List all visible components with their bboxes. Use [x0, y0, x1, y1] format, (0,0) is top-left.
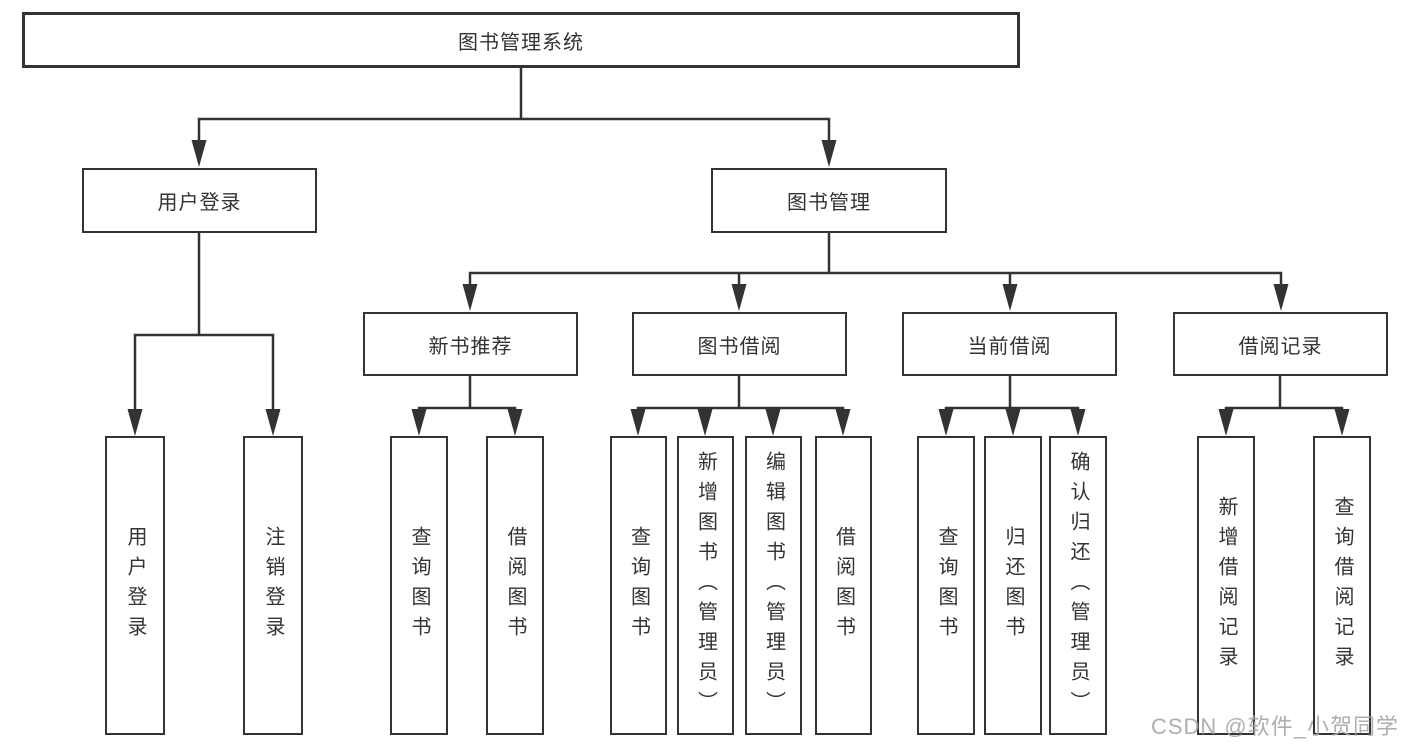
- node-root: 图书管理系统: [22, 12, 1020, 68]
- leaf-logout: 注销登录: [243, 436, 303, 735]
- node-new-book-recommend: 新书推荐: [363, 312, 578, 376]
- leaf-bb-borrow-books-label: 借阅图书: [832, 525, 855, 646]
- leaf-cb-return-books: 归还图书: [984, 436, 1042, 735]
- leaf-bb-query-books: 查询图书: [610, 436, 667, 735]
- leaf-bb-add-books-admin-label: 新增图书（管理员）: [694, 450, 717, 721]
- leaf-nbr-borrow-books: 借阅图书: [486, 436, 544, 735]
- node-new-book-recommend-label: 新书推荐: [428, 335, 513, 358]
- leaf-bb-query-books-label: 查询图书: [627, 525, 650, 646]
- leaf-bb-edit-books-admin: 编辑图书（管理员）: [745, 436, 802, 735]
- leaf-cb-query-books: 查询图书: [917, 436, 975, 735]
- leaf-cb-query-books-label: 查询图书: [935, 525, 957, 646]
- node-book-management-group-label: 图书管理: [787, 192, 871, 214]
- node-root-label: 图书管理系统: [458, 31, 584, 54]
- node-borrow-records-label: 借阅记录: [1238, 335, 1323, 358]
- arrowheads: [127, 140, 1350, 436]
- csdn-watermark: CSDN @软件_小贺同学: [1150, 714, 1399, 739]
- leaf-br-add-record-label: 新增借阅记录: [1215, 495, 1237, 676]
- node-borrow-records: 借阅记录: [1173, 312, 1388, 376]
- leaf-bb-add-books-admin: 新增图书（管理员）: [677, 436, 734, 735]
- leaf-br-add-record: 新增借阅记录: [1197, 436, 1255, 735]
- leaf-nbr-query-books: 查询图书: [390, 436, 448, 735]
- node-current-borrow: 当前借阅: [902, 312, 1117, 376]
- leaf-cb-return-books-label: 归还图书: [1002, 525, 1024, 646]
- node-user-login-group: 用户登录: [82, 168, 317, 233]
- node-current-borrow-label: 当前借阅: [967, 335, 1052, 358]
- node-user-login-group-label: 用户登录: [157, 192, 242, 214]
- leaf-bb-edit-books-admin-label: 编辑图书（管理员）: [762, 450, 785, 721]
- leaf-cb-confirm-return-admin: 确认归还（管理员）: [1049, 436, 1107, 735]
- leaf-br-query-record-label: 查询借阅记录: [1331, 495, 1353, 676]
- leaf-bb-borrow-books: 借阅图书: [815, 436, 872, 735]
- leaf-nbr-borrow-books-label: 借阅图书: [504, 525, 526, 646]
- leaf-br-query-record: 查询借阅记录: [1313, 436, 1371, 735]
- node-book-borrow-label: 图书借阅: [697, 335, 782, 358]
- leaf-user-login-label: 用户登录: [124, 525, 146, 646]
- leaf-user-login: 用户登录: [105, 436, 165, 735]
- leaf-logout-label: 注销登录: [262, 525, 284, 646]
- leaf-cb-confirm-return-admin-label: 确认归还（管理员）: [1067, 450, 1089, 721]
- leaf-nbr-query-books-label: 查询图书: [408, 525, 430, 646]
- node-book-borrow: 图书借阅: [632, 312, 847, 376]
- node-book-management-group: 图书管理: [711, 168, 947, 233]
